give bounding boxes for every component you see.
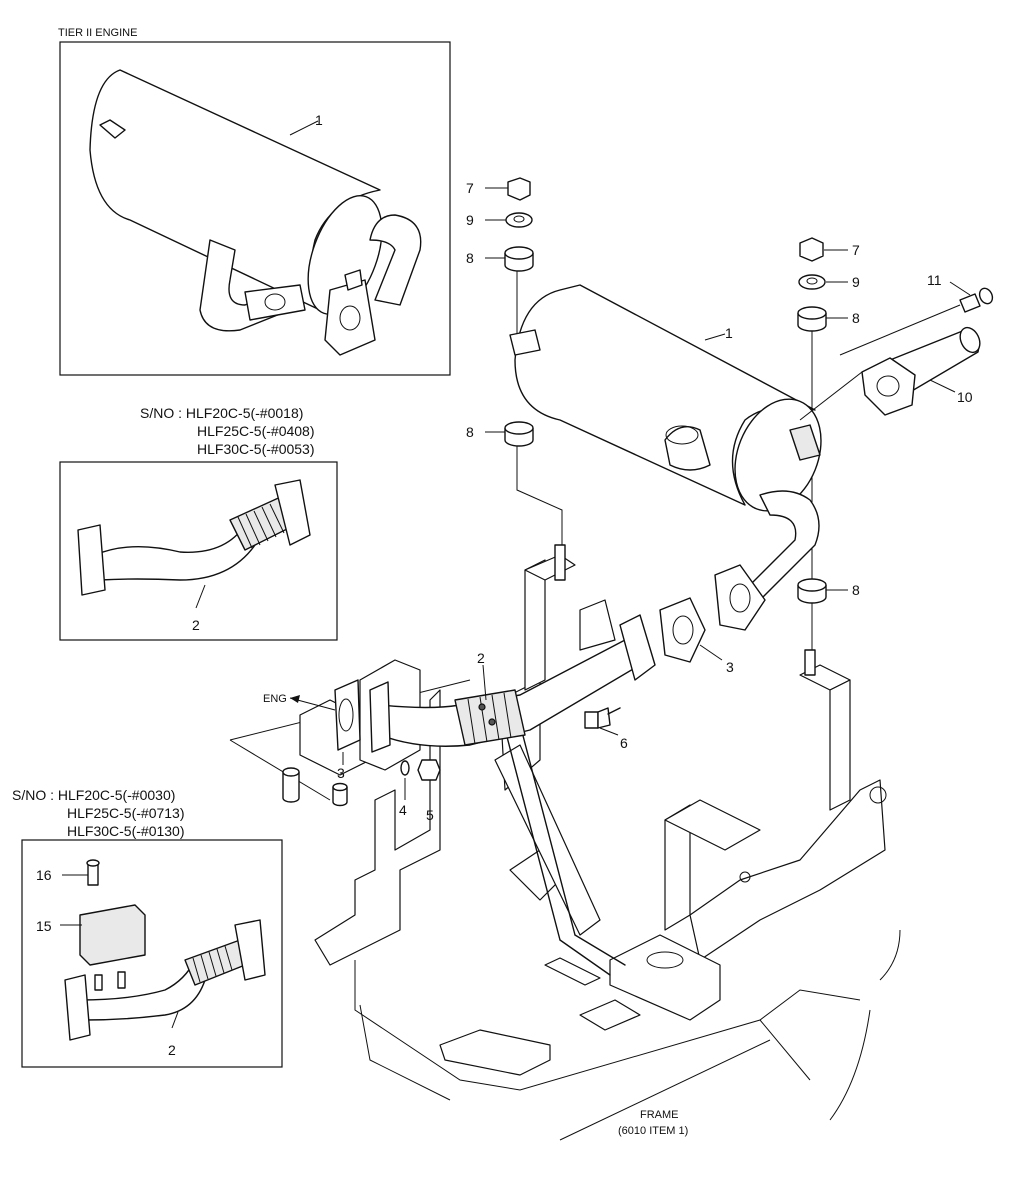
eng-arrow-icon bbox=[290, 695, 300, 703]
frame-structure bbox=[229, 554, 901, 1141]
part-number-8-top-right: 8 bbox=[852, 310, 860, 326]
part-number-3-right: 3 bbox=[726, 659, 734, 675]
part-number-15: 15 bbox=[36, 918, 52, 934]
part-number-6: 6 bbox=[620, 735, 628, 751]
muffler-outlet-stub bbox=[664, 426, 711, 471]
part-number-3-left: 3 bbox=[337, 765, 345, 781]
part-number-16: 16 bbox=[36, 867, 52, 883]
frame-label-line1: FRAME bbox=[640, 1109, 679, 1121]
muffler-main-bracket-left bbox=[509, 329, 541, 356]
flange-inset1-right bbox=[274, 479, 311, 546]
main-assembly: 1 3 2 3 ENG 4 5 bbox=[263, 177, 994, 823]
part-number-9-left: 9 bbox=[466, 212, 474, 228]
flange-inset1-left bbox=[77, 524, 106, 596]
inset-tier2-border bbox=[59, 41, 451, 376]
bolt-11 bbox=[959, 293, 981, 313]
sno2-line2: HLF25C-5(-#0713) bbox=[67, 805, 185, 821]
muffler-tier2-label-plate bbox=[99, 119, 126, 139]
part-number-7-right: 7 bbox=[852, 242, 860, 258]
nut-7-right bbox=[799, 237, 824, 262]
inset-tier2-engine: TIER II ENGINE 1 bbox=[58, 27, 451, 376]
flange-pipe-right bbox=[619, 614, 656, 681]
flange-inset2-right bbox=[234, 919, 266, 981]
lock-washer-4 bbox=[400, 760, 410, 776]
gasket-3-left bbox=[334, 679, 361, 751]
bellows-main bbox=[454, 689, 526, 746]
part-number-8-mid-left: 8 bbox=[466, 424, 474, 440]
sno2-line1: S/NO : HLF20C-5(-#0030) bbox=[12, 787, 175, 803]
nut-7-left bbox=[507, 177, 531, 201]
flange-pipe-left bbox=[369, 681, 391, 753]
sno1-line1: S/NO : HLF20C-5(-#0018) bbox=[140, 405, 303, 421]
part-number-1: 1 bbox=[725, 325, 733, 341]
stud-left bbox=[554, 544, 566, 581]
inset-tier2-title: TIER II ENGINE bbox=[58, 27, 137, 39]
part-number-8-lower-right: 8 bbox=[852, 582, 860, 598]
tail-pipe-flange bbox=[861, 357, 916, 416]
muffler-main-bracket-right bbox=[789, 424, 821, 461]
gasket-3-right bbox=[659, 597, 706, 663]
part-number-1-tier2: 1 bbox=[315, 112, 323, 128]
inset-pipe-sno2: S/NO : HLF20C-5(-#0030) HLF25C-5(-#0713)… bbox=[12, 787, 283, 1068]
part-number-10: 10 bbox=[957, 389, 973, 405]
inset-sno2-border bbox=[21, 839, 283, 1068]
inset-pipe-sno1: S/NO : HLF20C-5(-#0018) HLF25C-5(-#0408)… bbox=[59, 405, 338, 641]
bolt-6-head bbox=[584, 711, 599, 729]
flange-inset2-left bbox=[64, 974, 91, 1041]
sno2-line3: HLF30C-5(-#0130) bbox=[67, 823, 185, 839]
frame-label: FRAME (6010 ITEM 1) bbox=[618, 1109, 688, 1137]
eng-label: ENG bbox=[263, 693, 287, 705]
sno1-line3: HLF30C-5(-#0053) bbox=[197, 441, 315, 457]
part-number-2: 2 bbox=[477, 650, 485, 666]
stud-right bbox=[804, 649, 816, 676]
part-number-4: 4 bbox=[399, 802, 407, 818]
part-number-8-top-left: 8 bbox=[466, 250, 474, 266]
inset-sno1-border bbox=[59, 461, 338, 641]
flange-muffler-inlet bbox=[714, 564, 766, 631]
sno1-line2: HLF25C-5(-#0408) bbox=[197, 423, 315, 439]
part-number-9-right: 9 bbox=[852, 274, 860, 290]
washer-9-right bbox=[798, 274, 826, 290]
part-number-2-inset2: 2 bbox=[168, 1042, 176, 1058]
part-number-11: 11 bbox=[927, 272, 942, 288]
exhaust-pipe-main bbox=[379, 639, 641, 747]
heat-shield-15 bbox=[79, 904, 146, 966]
nut-5 bbox=[417, 759, 441, 781]
part-number-5: 5 bbox=[426, 807, 434, 823]
muffler-inlet-bend bbox=[744, 490, 820, 601]
part-number-7-left: 7 bbox=[466, 180, 474, 196]
frame-label-line2: (6010 ITEM 1) bbox=[618, 1125, 688, 1137]
washer-9-left bbox=[505, 212, 533, 228]
part-number-2-inset1: 2 bbox=[192, 617, 200, 633]
